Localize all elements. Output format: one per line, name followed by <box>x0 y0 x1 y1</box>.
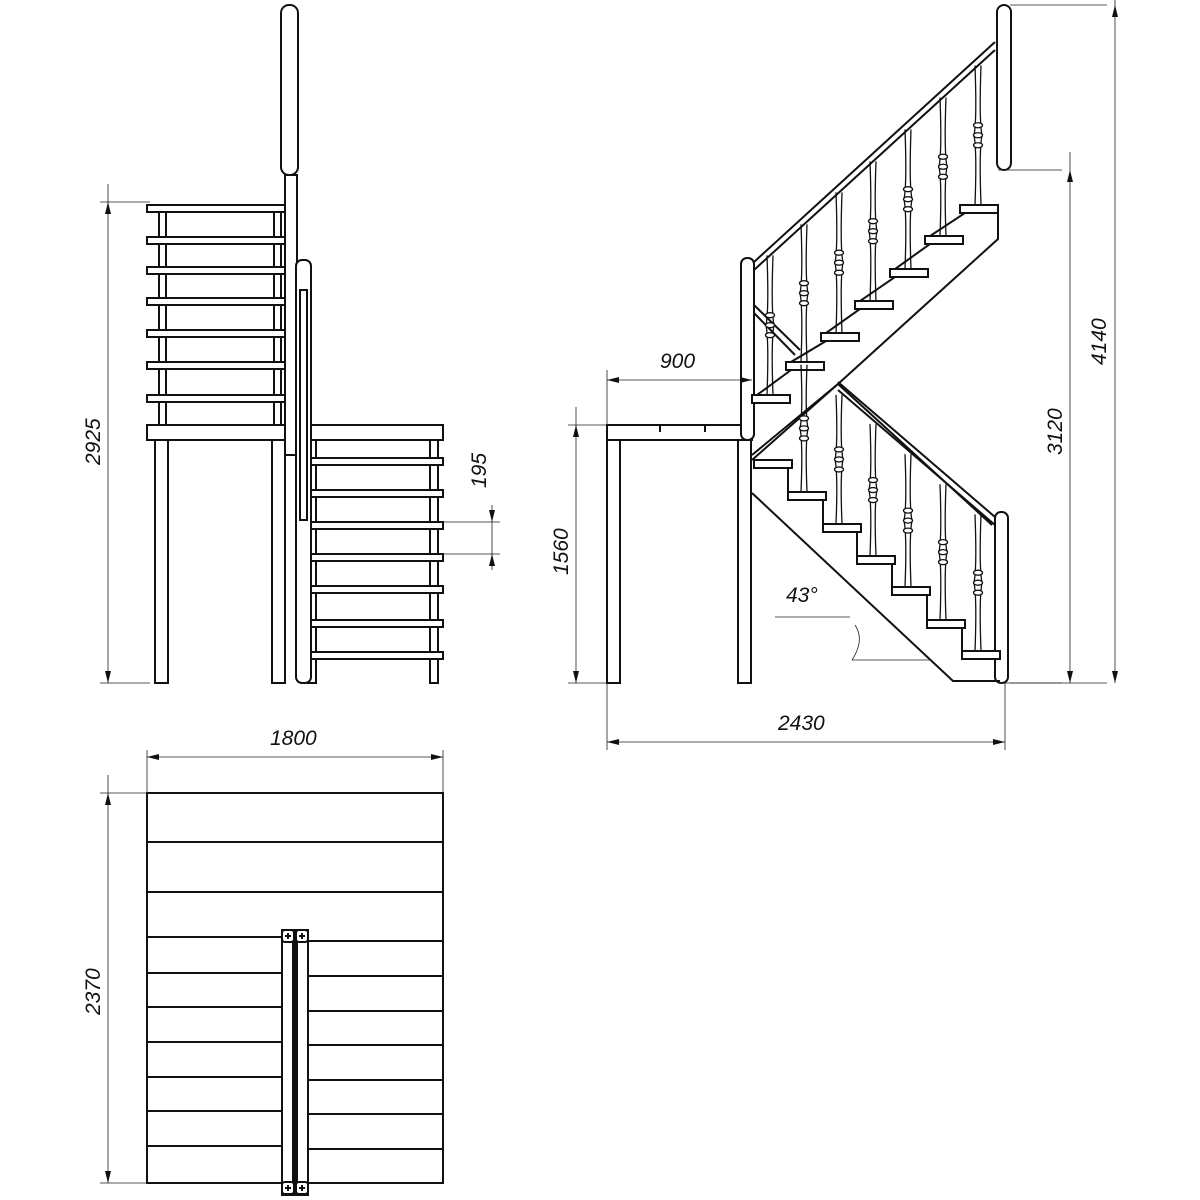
baluster <box>867 161 879 302</box>
baluster <box>867 424 879 557</box>
arrow-icon <box>489 554 495 566</box>
lower-handrail <box>837 381 996 526</box>
arrow-icon <box>105 793 111 805</box>
arrow-icon <box>489 510 495 522</box>
arrow-icon <box>607 739 619 745</box>
plan-handrail-core <box>292 935 298 1190</box>
plan-view <box>146 792 444 1196</box>
dim-2430: 2430 <box>777 712 825 735</box>
front-view <box>146 4 444 684</box>
baluster <box>798 364 810 493</box>
baluster <box>972 65 984 206</box>
baluster <box>798 224 810 363</box>
landing-platform <box>606 424 753 441</box>
arrow-icon <box>1067 170 1073 182</box>
landing-newel-post <box>740 257 755 441</box>
upper-handrail <box>753 41 996 271</box>
upper-tread <box>959 204 999 214</box>
angle-43: 43° <box>786 584 818 607</box>
arrow-icon <box>1112 671 1118 683</box>
tread-end <box>146 329 298 338</box>
short-handrail <box>753 304 801 356</box>
upper-tread <box>854 300 894 310</box>
tread-end <box>146 236 298 245</box>
upper-tread <box>924 235 964 245</box>
tread-end <box>146 297 298 306</box>
baluster <box>902 454 914 588</box>
baluster <box>833 192 845 334</box>
baluster <box>833 394 845 525</box>
tread-end <box>304 651 444 660</box>
baluster <box>902 129 914 270</box>
lower-tread <box>961 650 1001 660</box>
arrow-icon <box>105 1171 111 1183</box>
dim-1800: 1800 <box>270 727 317 750</box>
leg <box>154 439 169 684</box>
tread-end <box>304 585 444 594</box>
leg <box>737 439 752 684</box>
arrow-icon <box>1067 671 1073 683</box>
lower-tread <box>926 619 966 629</box>
arrow-icon <box>573 671 579 683</box>
arrow-icon <box>105 202 111 214</box>
baluster <box>972 514 984 652</box>
leg <box>606 439 621 684</box>
dim-3120: 3120 <box>1044 408 1067 455</box>
tread-end <box>304 457 444 466</box>
arrow-icon <box>105 671 111 683</box>
baluster <box>937 97 949 237</box>
dim-900: 900 <box>660 350 695 373</box>
angle-arc <box>851 624 860 661</box>
arrow-icon <box>431 754 443 760</box>
upper-tread <box>785 361 825 371</box>
lower-tread <box>787 491 827 501</box>
dim-195: 195 <box>468 453 491 488</box>
dim-2925: 2925 <box>82 418 105 466</box>
handrail-end <box>299 289 308 521</box>
dimensions <box>100 0 1118 1184</box>
tread-end <box>304 489 444 498</box>
upper-tread <box>751 394 791 404</box>
arrow-icon <box>1112 5 1118 17</box>
arrow-icon <box>147 754 159 760</box>
lower-tread <box>891 586 931 596</box>
dim-2370: 2370 <box>82 968 105 1016</box>
arrow-icon <box>573 425 579 437</box>
dim-4140: 4140 <box>1088 318 1111 365</box>
arrow-icon <box>607 377 619 383</box>
arrow-icon <box>993 739 1005 745</box>
dim-1560: 1560 <box>550 528 573 575</box>
side-view <box>606 4 1012 684</box>
upper-tread <box>820 332 860 342</box>
arrow-icon <box>740 377 752 383</box>
upper-tread <box>889 268 929 278</box>
baluster <box>764 255 776 396</box>
lower-tread <box>753 459 793 469</box>
tread-end <box>146 394 298 403</box>
baluster <box>937 484 949 621</box>
lower-tread <box>822 523 862 533</box>
tread-end <box>146 266 298 275</box>
leg <box>271 439 286 684</box>
tread-end <box>146 204 298 213</box>
top-newel-post <box>996 4 1012 171</box>
tread-end <box>304 619 444 628</box>
lower-tread <box>856 555 896 565</box>
tread-end <box>304 521 444 530</box>
tread-end <box>146 361 298 370</box>
upper-newel-post <box>280 4 299 176</box>
tread-end <box>304 553 444 562</box>
